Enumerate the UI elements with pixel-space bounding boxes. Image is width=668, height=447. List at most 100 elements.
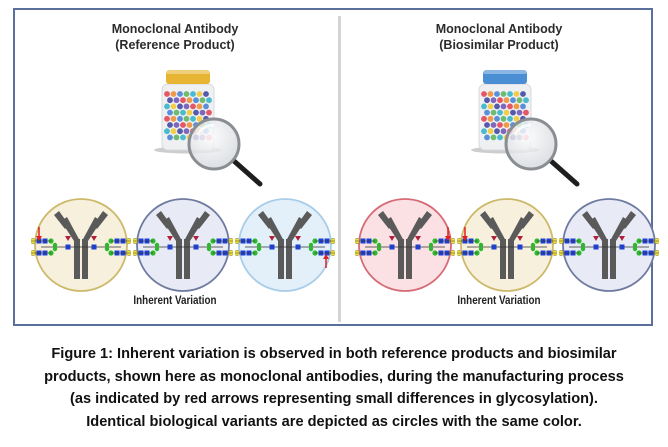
reference-product-panel: Monoclonal Antibody (Reference Product) …: [15, 10, 335, 324]
panel-title-line2: (Biosimilar Product): [439, 38, 559, 52]
fucose-triangle: [389, 236, 395, 241]
antibody-variant-circle: [559, 198, 659, 292]
caption-line: Figure 1: Inherent variation is observed…: [51, 346, 617, 362]
glycan-left: [559, 238, 586, 256]
fucose-triangle: [517, 236, 523, 241]
antibody-icon: [156, 211, 210, 279]
fucose-triangle: [269, 236, 275, 241]
pill-dot: [513, 91, 520, 97]
glycan-right: [428, 238, 455, 256]
variant-circle-bg: [136, 198, 230, 292]
light-chain: [93, 211, 108, 229]
pill-dot: [199, 97, 206, 104]
pill-dot: [516, 97, 523, 104]
pill-dot: [164, 103, 170, 110]
pill-dot: [494, 91, 500, 97]
bottle-cap: [166, 70, 210, 84]
heavy-chain: [286, 239, 292, 279]
pill-dot: [190, 91, 196, 97]
panel-title: Monoclonal Antibody (Biosimilar Product): [339, 21, 659, 53]
magnifier-handle: [231, 158, 263, 187]
pill-dot: [167, 97, 173, 104]
glycan-right: [308, 238, 335, 256]
fucose-triangle: [593, 236, 599, 241]
pill-dot: [203, 91, 209, 97]
pill-dot: [167, 134, 173, 141]
glycan-right: [530, 238, 557, 256]
pill-dot: [490, 97, 497, 104]
pill-dot: [183, 115, 190, 122]
light-chain: [621, 211, 636, 229]
heavy-chain: [508, 239, 514, 279]
heavy-chain: [176, 239, 182, 279]
pill-dot: [481, 91, 487, 97]
pill-dot: [487, 128, 494, 135]
light-chain: [297, 211, 312, 229]
figure-caption: Figure 1: Inherent variation is observed…: [0, 343, 668, 433]
light-chain: [156, 211, 171, 229]
pill-dot: [164, 128, 170, 135]
pill-dot: [173, 97, 180, 104]
pill-dot: [500, 91, 507, 97]
antibody-icon: [582, 211, 636, 279]
pill-dot: [487, 115, 494, 122]
pill-dot: [193, 109, 199, 116]
pill-dot: [497, 122, 503, 128]
light-chain: [54, 211, 69, 229]
variant-circle-bg: [460, 198, 554, 292]
light-chain: [582, 211, 597, 229]
pill-dot: [164, 91, 170, 97]
antibody-variant-circle: [355, 198, 455, 292]
pill-dot: [510, 109, 516, 116]
pill-dot: [507, 103, 513, 110]
fucose-triangle: [415, 236, 421, 241]
pill-dot: [190, 103, 196, 110]
antibody-variant-circle: [457, 198, 557, 292]
pill-dot: [523, 109, 529, 116]
pill-dot: [199, 109, 206, 116]
medicine-bottle-with-magnifier-icon: [471, 70, 580, 187]
pill-dot: [177, 115, 183, 122]
fucose-triangle: [193, 236, 199, 241]
bottle-cap: [483, 70, 527, 84]
pill-dot: [186, 122, 193, 128]
medicine-bottle-with-magnifier-icon: [154, 70, 263, 187]
pill-dot: [481, 128, 487, 135]
pill-dot: [177, 91, 183, 97]
pill-dot: [177, 103, 183, 110]
pill-dot: [513, 115, 520, 122]
pill-dot: [510, 97, 516, 104]
fucose-triangle: [619, 236, 625, 241]
pill-dot: [500, 115, 507, 122]
heavy-chain: [406, 239, 412, 279]
variant-circle-bg: [238, 198, 332, 292]
pill-dot: [170, 91, 177, 97]
pill-dot: [484, 109, 490, 116]
pill-dot: [500, 128, 507, 135]
antibody-variant-circle: [31, 198, 131, 292]
pill-dot: [503, 97, 510, 104]
pill-dot: [180, 134, 186, 141]
heavy-chain: [74, 239, 80, 279]
panel-title-line1: Monoclonal Antibody: [435, 22, 563, 36]
pill-dot: [497, 109, 503, 116]
fucose-triangle: [491, 236, 497, 241]
pill-dot: [180, 97, 186, 104]
pill-dot: [173, 134, 180, 141]
pill-dot: [500, 103, 507, 110]
antibody-icon: [54, 211, 108, 279]
pill-dot: [494, 103, 500, 110]
antibody-variant-circle: [235, 198, 335, 292]
pill-dot: [167, 109, 173, 116]
inherent-variation-label: Inherent Variation: [457, 293, 541, 307]
glycan-right: [104, 238, 131, 256]
antibody-icon: [480, 211, 534, 279]
pill-dot: [164, 115, 170, 122]
pill-dot: [520, 91, 526, 97]
pill-dot: [507, 91, 513, 97]
glycan-left: [133, 238, 160, 256]
pill-dot: [206, 97, 212, 104]
heavy-chain: [500, 239, 506, 279]
pill-dot: [484, 97, 490, 104]
pill-dot: [490, 122, 497, 128]
